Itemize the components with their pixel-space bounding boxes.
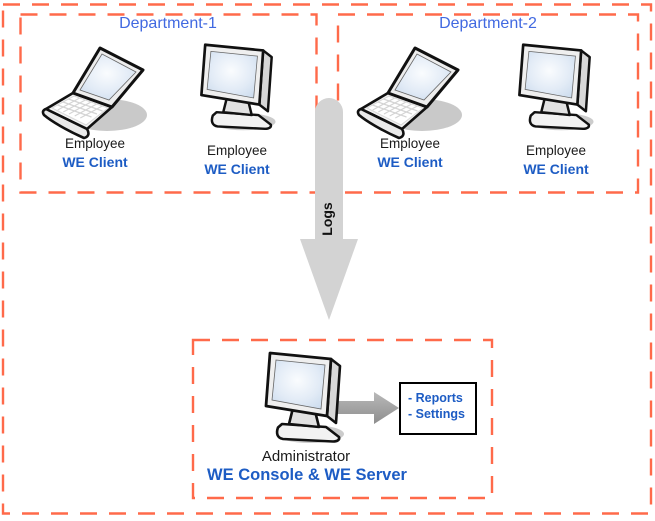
department-2-title: Department-2 — [439, 15, 537, 32]
outer-boundary-box — [1, 3, 653, 515]
admin-monitor-icon — [254, 348, 354, 448]
logs-label: Logs — [319, 202, 335, 236]
department-1-box — [19, 13, 318, 194]
laptop-icon — [39, 42, 151, 142]
output-box: - Reports - Settings — [399, 382, 477, 435]
department-2-box — [336, 13, 640, 194]
device-label: Employee WE Client — [162, 143, 312, 177]
device-app-label: WE Client — [204, 161, 270, 177]
logs-arrow — [300, 98, 358, 320]
device-app-label: WE Client — [62, 154, 128, 170]
monitor-icon — [190, 40, 285, 135]
admin-role-label: Administrator — [261, 448, 351, 465]
output-arrow — [330, 392, 399, 424]
department-1-title: Department-1 — [119, 15, 217, 32]
output-item-settings: - Settings — [408, 407, 465, 421]
device-role-label: Employee — [379, 136, 441, 151]
output-item-reports: - Reports — [408, 391, 463, 405]
device-app-label: WE Client — [377, 154, 443, 170]
monitor-icon — [508, 40, 603, 135]
admin-app-label: WE Console & WE Server — [207, 466, 407, 484]
device-label: Employee WE Client — [20, 136, 170, 170]
device-label: Employee WE Client — [335, 136, 485, 170]
device-role-label: Employee — [206, 143, 268, 158]
device-label: Employee WE Client — [481, 143, 631, 177]
device-role-label: Employee — [64, 136, 126, 151]
device-app-label: WE Client — [523, 161, 589, 177]
admin-box — [191, 338, 494, 500]
device-role-label: Employee — [525, 143, 587, 158]
laptop-icon — [354, 42, 466, 142]
